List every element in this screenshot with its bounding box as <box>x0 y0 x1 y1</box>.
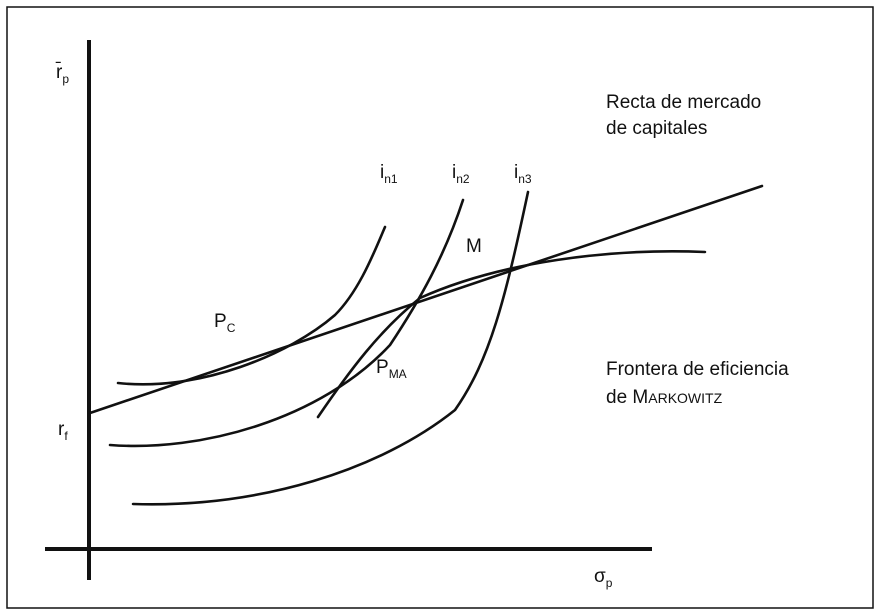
cml-label: Recta de mercado de capitales <box>606 92 767 139</box>
portfolio-pma-label: PMA <box>376 357 407 381</box>
x-axis-label: σp <box>594 566 613 590</box>
capital-market-line <box>88 184 764 415</box>
y-axis-label: r̄p <box>55 62 69 86</box>
frontier-label: Frontera de eficiencia de MARKOWITZ <box>606 359 794 408</box>
indifference-curve-n2 <box>108 198 465 448</box>
markowitz-frontier <box>316 250 707 419</box>
market-portfolio-label: M <box>466 236 482 257</box>
indifference-curve-n1 <box>116 225 387 386</box>
indifference-curve-n3 <box>131 190 530 506</box>
risk-free-rate-label: rf <box>58 419 68 443</box>
indifference-label-n2: in2 <box>452 162 470 186</box>
figure-frame <box>6 6 874 609</box>
portfolio-pc-label: PC <box>214 311 236 335</box>
indifference-label-n1: in1 <box>380 162 398 186</box>
indifference-label-n3: in3 <box>514 162 532 186</box>
